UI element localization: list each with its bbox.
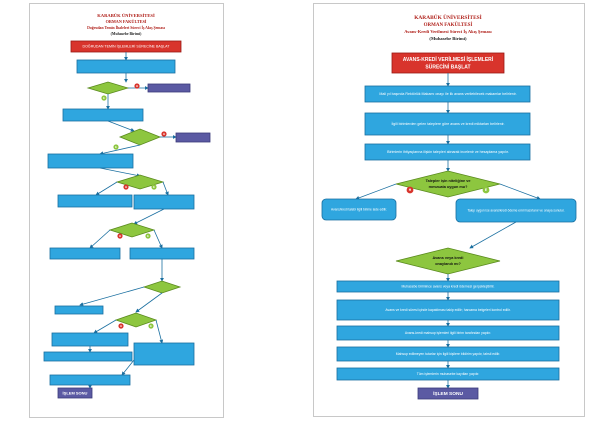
right-step-1: Mali yıl başında Rektörlük Makamı onayı …: [364, 85, 531, 103]
left-step-1: [76, 59, 176, 74]
right-result-left-text: Avans/kredi talebi ilgili birime iade ed…: [331, 208, 387, 212]
right-header-line-1: KARABÜK ÜNİVERSİTESİ: [414, 14, 482, 21]
right-bottom-step-4-text: Mahsup edilmeyen tutarlar için ilgili ki…: [396, 352, 501, 356]
svg-text:H: H: [119, 234, 121, 238]
left-start-label: DOĞRUDAN TEMİN İŞLEMLERİ SÜRECİNE BAŞLAT: [83, 43, 171, 48]
left-side-box-2: [175, 132, 211, 143]
right-result-right: Talep uygun ise avans/kredi ödeme emri h…: [455, 198, 577, 223]
left-step-12: [49, 374, 131, 386]
left-header-line-4: (Muhasebe Birimi): [111, 32, 142, 36]
right-start-label-1: AVANS-KREDİ VERİLMESİ İŞLEMLERİ: [403, 56, 494, 63]
svg-text:H: H: [125, 185, 127, 189]
svg-text:E: E: [153, 185, 155, 189]
left-header-line-1: KARABÜK ÜNİVERSİTESİ: [97, 13, 155, 18]
right-no-badge: [406, 186, 414, 194]
left-step-7: [129, 247, 195, 260]
right-decision-2-line-1: Avans veya kredi: [433, 256, 464, 260]
right-step-3: Birimlerin ihtiyaçlarına ilişkin taleple…: [364, 143, 531, 161]
right-decision-1: Talepler işin niteliğine ve mevzuata uyg…: [395, 170, 501, 198]
right-bottom-step-3-text: Avans-kredi mahsup işlemleri ilgili biri…: [405, 331, 491, 335]
left-decision-2: [118, 128, 162, 146]
right-step-1-text: Mali yıl başında Rektörlük Makamı onayı …: [379, 92, 516, 96]
svg-text:E: E: [115, 145, 117, 149]
right-step-2-text: İlgili birimlerden gelen taleplere göre …: [391, 121, 504, 126]
left-step-3: [47, 153, 134, 169]
left-step-2: [62, 108, 144, 122]
svg-text:E: E: [147, 234, 149, 238]
right-bottom-step-2: Avans ve kredi süresi içinde kapatılması…: [336, 299, 560, 321]
right-decision-2-line-2: onaylandı mı?: [435, 262, 461, 266]
right-decision-1-line-2: mevzuata uygun mu?: [429, 185, 468, 189]
right-decision-2: Avans veya kredi onaylandı mı?: [395, 247, 501, 275]
left-header-line-2: ORMAN FAKÜLTESİ: [106, 19, 147, 24]
left-step-4: [57, 194, 133, 208]
left-end-label: İŞLEM SONU: [63, 390, 88, 395]
right-bottom-step-2-text: Avans ve kredi süresi içinde kapatılması…: [385, 308, 510, 312]
right-header-line-3: Avans-Kredi Verilmesi Süreci İş Akış Şem…: [404, 29, 492, 34]
left-step-6: [49, 247, 121, 260]
right-bottom-step-1-text: Muhasebe birimince avans veya kredi ödem…: [402, 285, 495, 289]
left-start-box: DOĞRUDAN TEMİN İŞLEMLERİ SÜRECİNE BAŞLAT: [70, 40, 182, 53]
right-bottom-step-3: Avans-kredi mahsup işlemleri ilgili biri…: [336, 325, 560, 341]
right-header-line-2: ORMAN FAKÜLTESİ: [424, 22, 473, 28]
right-bottom-step-5: Tüm işlemlerin muhasebe kayıtları yapılı…: [336, 367, 560, 381]
right-result-right-text: Talep uygun ise avans/kredi ödeme emri h…: [467, 209, 564, 213]
left-header-line-3: Doğrudan Temin İhaleleri Süreci İş Akış …: [87, 25, 165, 30]
right-end-box: İŞLEM SONU: [417, 387, 479, 400]
left-step-9: [51, 332, 129, 347]
left-flow: H E H E H E H E H E: [43, 52, 211, 389]
right-start-label-2: SÜRECİNİ BAŞLAT: [425, 63, 470, 70]
left-step-5: [133, 194, 195, 210]
left-side-box-1: [147, 83, 191, 93]
svg-text:E: E: [150, 324, 152, 328]
svg-text:H: H: [136, 84, 138, 88]
right-yes-badge: [482, 186, 490, 194]
left-step-10: [133, 342, 195, 366]
left-step-8: [54, 305, 104, 315]
svg-text:H: H: [409, 188, 412, 192]
right-bottom-step-4: Mahsup edilmeyen tutarlar için ilgili ki…: [336, 346, 560, 362]
right-result-left: Avans/kredi talebi ilgili birime iade ed…: [321, 198, 397, 221]
right-header-line-4: (Muhasebe Birimi): [429, 36, 467, 41]
svg-text:E: E: [103, 96, 105, 100]
right-step-3-text: Birimlerin ihtiyaçlarına ilişkin taleple…: [387, 150, 509, 154]
left-decision-1: [86, 81, 130, 95]
right-bottom-step-1: Muhasebe birimince avans veya kredi ödem…: [336, 280, 560, 293]
svg-text:H: H: [163, 132, 165, 136]
right-end-label: İŞLEM SONU: [433, 390, 463, 397]
svg-text:H: H: [120, 324, 122, 328]
right-step-2: İlgili birimlerden gelen taleplere göre …: [364, 112, 531, 136]
svg-text:E: E: [485, 188, 488, 192]
right-start-box: AVANS-KREDİ VERİLMESİ İŞLEMLERİ SÜRECİNİ…: [391, 52, 505, 74]
right-bottom-step-5-text: Tüm işlemlerin muhasebe kayıtları yapılı…: [417, 372, 480, 376]
left-step-11: [43, 351, 133, 362]
left-end-box: İŞLEM SONU: [57, 387, 93, 399]
left-decision-5: [142, 280, 182, 294]
right-decision-1-line-1: Talepler işin niteliğine ve: [426, 179, 471, 183]
